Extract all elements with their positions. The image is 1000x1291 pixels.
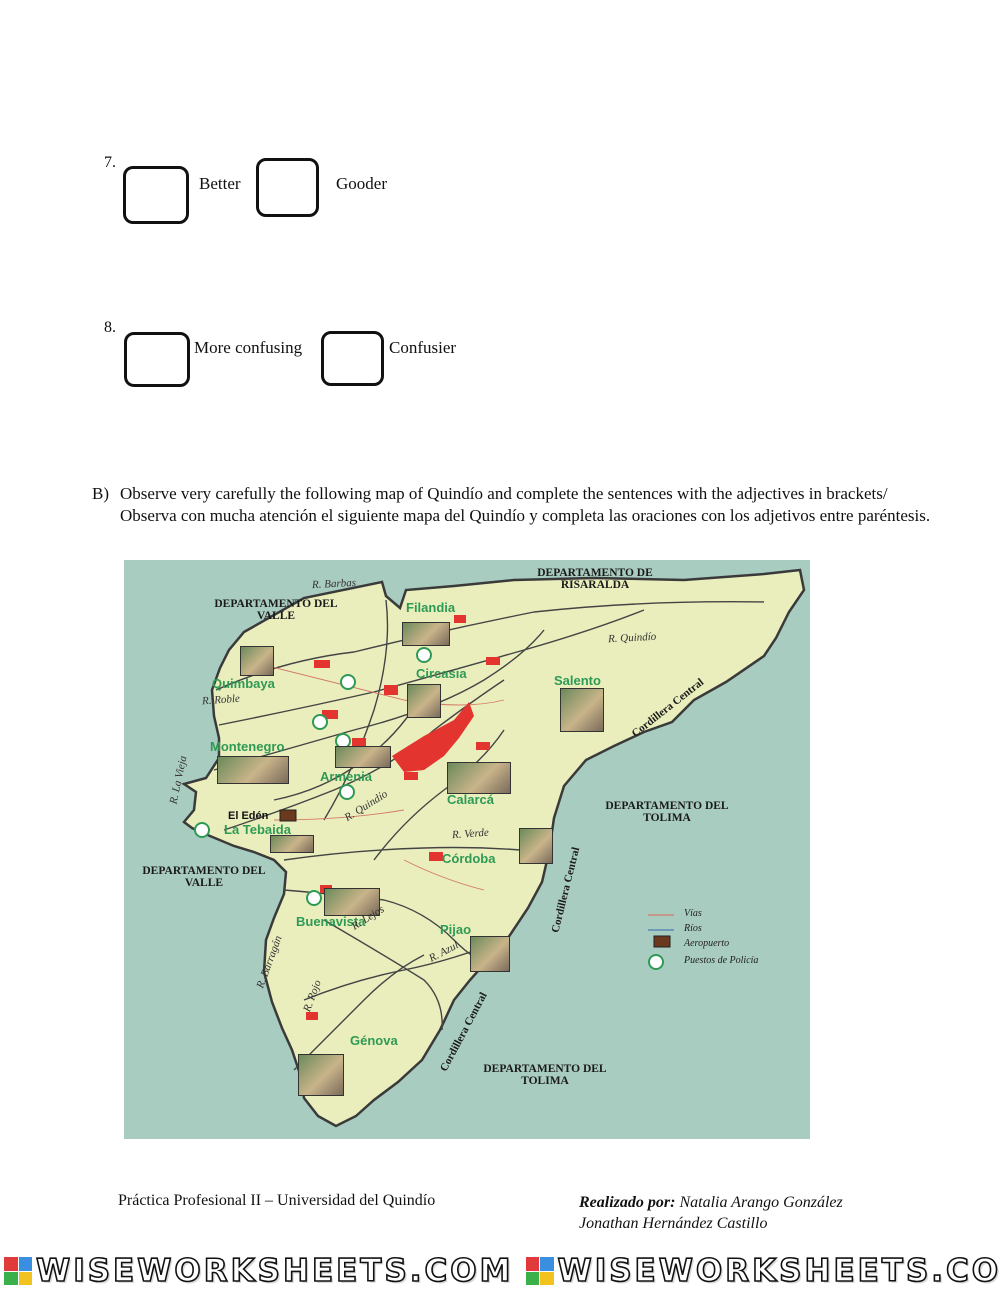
section-b-instruction: B) Observe very carefully the following …: [92, 483, 942, 527]
town-label-buenavista: Buenavista: [296, 914, 366, 929]
town-label-montenegro: Montenegro: [210, 739, 285, 754]
photo-salento: [560, 688, 604, 732]
watermark-text: WISEWORKSHEETS.COM: [35, 1252, 514, 1290]
wise-logo-icon: [525, 1257, 554, 1285]
map-airport-markers: [279, 809, 671, 948]
town-label-salento: Salento: [554, 673, 601, 688]
river-label-verde: R. Verde: [451, 826, 490, 842]
legend-label-roads: Vías: [684, 908, 702, 919]
town-label-calarca: Calarcá: [447, 792, 494, 807]
town-label-armenia: Armenia: [320, 769, 373, 784]
dept-label-tolima-east: DEPARTAMENTO DEL TOLIMA: [605, 800, 729, 824]
quindio-map: DEPARTAMENTO DE RISARALDA DEPARTAMENTO D…: [124, 560, 810, 1139]
section-b-text: Observe very carefully the following map…: [120, 484, 931, 525]
photo-calarca: [447, 762, 511, 794]
river-label-quindio-north: R. Quindío: [607, 630, 657, 646]
watermark-unit-1: WISEWORKSHEETS.COM: [0, 1252, 514, 1290]
wise-logo-icon: [4, 1257, 32, 1285]
photo-montenegro: [217, 756, 289, 784]
river-label-barbas: R. Barbas: [311, 576, 357, 592]
photo-pijao: [470, 936, 510, 972]
watermark-text: WISEWORKSHEETS.COM: [557, 1252, 1000, 1290]
option-checkbox-more-confusing[interactable]: [124, 332, 190, 387]
dept-label-valle-south: DEPARTAMENTO DEL VALLE: [142, 865, 266, 889]
footer-author-2: Jonathan Hernández Castillo: [579, 1215, 768, 1232]
photo-cordoba: [519, 828, 553, 864]
watermark-banner: WISEWORKSHEETS.COM WISEWORKSHEETS.COM: [0, 1251, 1000, 1291]
photo-circasia: [407, 684, 441, 718]
option-checkbox-confusier[interactable]: [321, 331, 384, 386]
legend-label-airport: Aeropuerto: [684, 938, 730, 949]
footer-authors: Realizado por: Natalia Arango González J…: [579, 1192, 843, 1234]
photo-filandia: [402, 622, 450, 646]
option-label-more-confusing: More confusing: [194, 338, 303, 357]
footer-author-1: Natalia Arango González: [679, 1194, 843, 1211]
dept-label-tolima-south: DEPARTAMENTO DEL TOLIMA: [483, 1063, 607, 1087]
quindio-map-graphic: [181, 568, 806, 1128]
map-police-markers: [194, 647, 664, 970]
question-7-number: 7.: [104, 154, 116, 171]
town-label-filandia: Filandia: [406, 600, 456, 615]
question-8-number: 8.: [104, 319, 116, 336]
town-label-pijao: Pijao: [440, 922, 472, 937]
footer-authors-label: Realizado por:: [579, 1194, 676, 1211]
option-label-gooder: Gooder: [336, 174, 387, 193]
town-label-el-eden: El Edén: [228, 810, 269, 822]
option-label-confusier: Confusier: [389, 338, 457, 357]
option-checkbox-better[interactable]: [123, 166, 189, 224]
watermark-unit-2: WISEWORKSHEETS.COM: [522, 1252, 1000, 1290]
photo-genova: [298, 1054, 344, 1096]
town-label-genova: Génova: [350, 1033, 398, 1048]
footer-course: Práctica Profesional II – Universidad de…: [118, 1192, 436, 1209]
town-label-quimbaya: Quimbaya: [212, 676, 275, 691]
dept-label-valle-north: DEPARTAMENTO DEL VALLE: [214, 598, 338, 622]
option-checkbox-gooder[interactable]: [256, 158, 319, 217]
section-b-letter: B): [92, 484, 109, 503]
photo-la-tebaida: [270, 835, 314, 853]
dept-label-risaralda: DEPARTAMENTO DE RISARALDA: [537, 567, 653, 591]
photo-buenavista: [324, 888, 380, 916]
legend-label-rivers: Ríos: [684, 923, 702, 934]
town-label-circasia: Circasia: [416, 666, 467, 681]
town-label-cordoba: Córdoba: [442, 851, 496, 866]
photo-armenia: [335, 746, 391, 768]
town-label-la-tebaida: La Tebaida: [224, 822, 291, 837]
photo-quimbaya: [240, 646, 274, 676]
legend-label-police: Puestos de Policía: [684, 955, 759, 966]
option-label-better: Better: [199, 174, 241, 193]
